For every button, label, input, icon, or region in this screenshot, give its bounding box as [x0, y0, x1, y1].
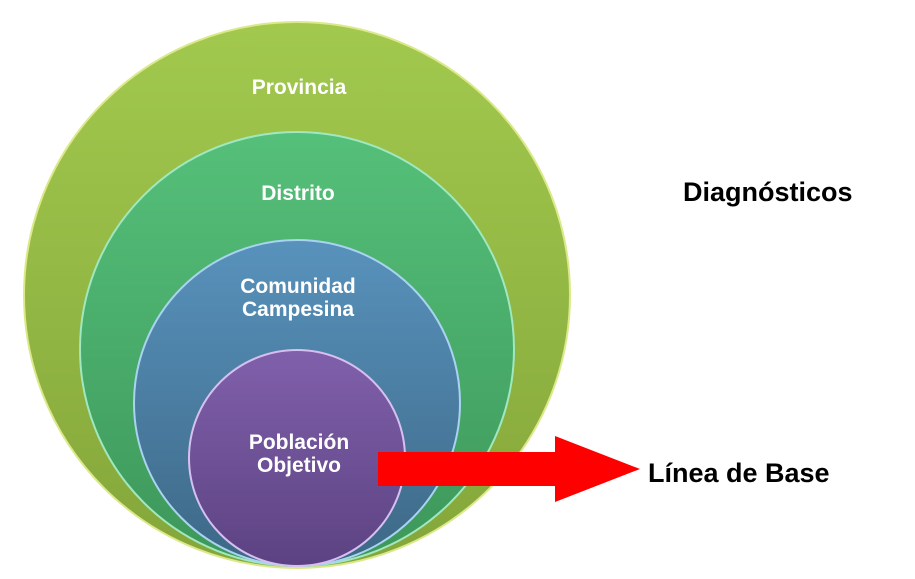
label-comunidad-line1: Comunidad [240, 275, 356, 298]
label-linea-de-base: Línea de Base [648, 458, 830, 488]
label-poblacion-line1: Población [249, 431, 349, 454]
red-arrow [378, 436, 640, 502]
label-poblacion-line2: Objetivo [257, 454, 341, 477]
label-distrito: Distrito [261, 182, 335, 205]
label-comunidad-line2: Campesina [242, 298, 354, 321]
label-provincia: Provincia [252, 76, 347, 99]
label-diagnosticos: Diagnósticos [683, 177, 853, 207]
